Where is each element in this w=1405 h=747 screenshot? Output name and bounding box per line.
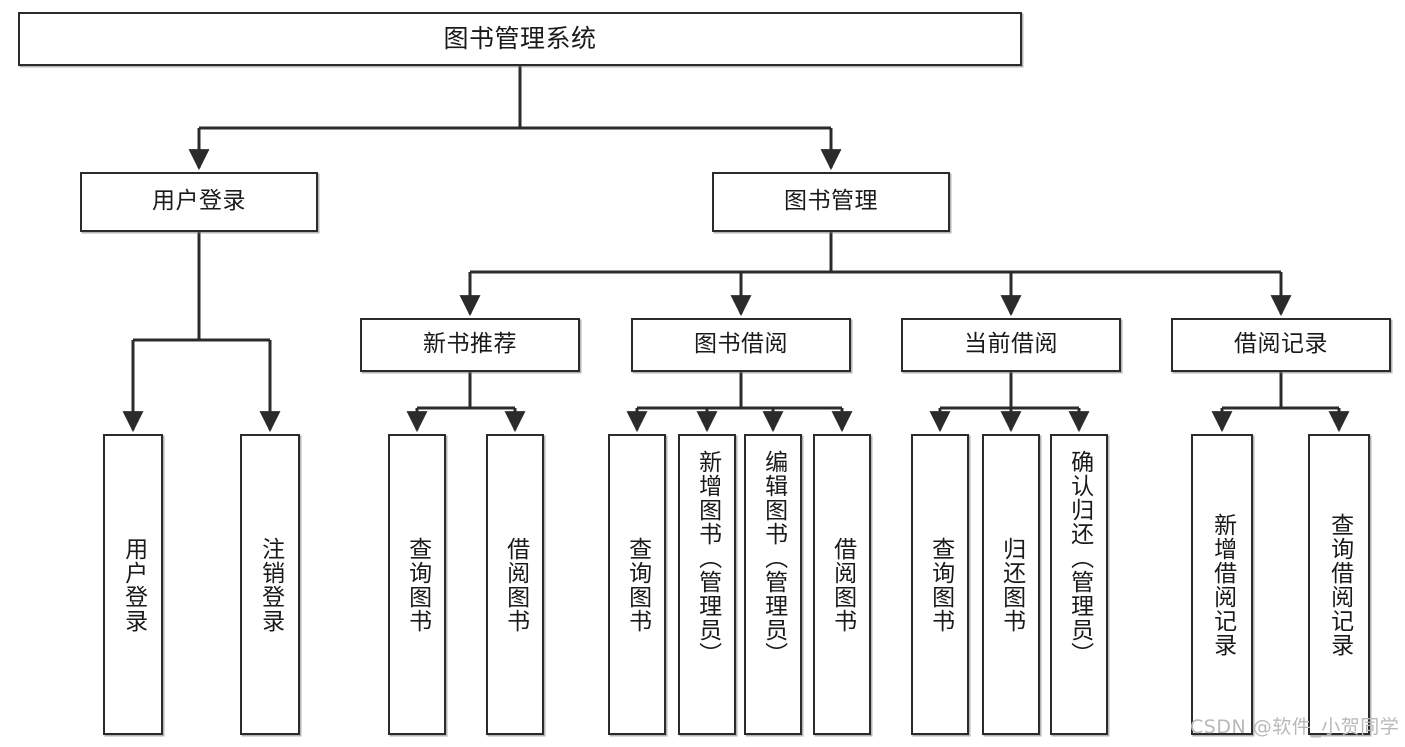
- node-root[interactable]: 图书管理系统: [18, 12, 1022, 66]
- node-user-login-label: 用户登录: [152, 188, 246, 215]
- leaf-borrow-book-2[interactable]: 借阅图书: [813, 434, 871, 735]
- leaf-user-login[interactable]: 用户登录: [103, 434, 163, 735]
- leaf-query-book-3-label: 查询图书: [927, 536, 954, 633]
- leaf-logout[interactable]: 注销登录: [240, 434, 300, 735]
- leaf-query-book-3[interactable]: 查询图书: [911, 434, 969, 735]
- leaf-return-book[interactable]: 归还图书: [982, 434, 1040, 735]
- leaf-query-book-1-label: 查询图书: [404, 536, 431, 633]
- leaf-query-record-label: 查询借阅记录: [1326, 512, 1353, 657]
- leaf-borrow-book-1-label: 借阅图书: [502, 536, 529, 633]
- leaf-query-book-1[interactable]: 查询图书: [388, 434, 446, 735]
- leaf-borrow-book-2-label: 借阅图书: [829, 536, 856, 633]
- leaf-confirm-return-label: 确认归还（管理员）: [1066, 450, 1093, 666]
- leaf-query-book-2-label: 查询图书: [624, 536, 651, 633]
- node-borrow-record[interactable]: 借阅记录: [1171, 318, 1391, 372]
- leaf-edit-book[interactable]: 编辑图书（管理员）: [744, 434, 802, 735]
- leaf-add-book-label: 新增图书（管理员）: [694, 450, 721, 666]
- leaf-add-record[interactable]: 新增借阅记录: [1191, 434, 1253, 735]
- node-book-borrow[interactable]: 图书借阅: [631, 318, 851, 372]
- node-new-book-recommend-label: 新书推荐: [423, 331, 517, 358]
- leaf-add-record-label: 新增借阅记录: [1209, 512, 1236, 657]
- node-current-borrow[interactable]: 当前借阅: [901, 318, 1121, 372]
- node-book-management-label: 图书管理: [784, 188, 878, 215]
- leaf-return-book-label: 归还图书: [998, 536, 1025, 633]
- node-borrow-record-label: 借阅记录: [1234, 331, 1328, 358]
- node-current-borrow-label: 当前借阅: [964, 331, 1058, 358]
- leaf-logout-label: 注销登录: [257, 536, 284, 633]
- node-root-label: 图书管理系统: [443, 24, 597, 53]
- watermark: CSDN @软件_小贺同学: [1190, 716, 1400, 738]
- leaf-add-book[interactable]: 新增图书（管理员）: [678, 434, 736, 735]
- leaf-user-login-label: 用户登录: [120, 536, 147, 633]
- leaf-edit-book-label: 编辑图书（管理员）: [760, 450, 787, 666]
- leaf-borrow-book-1[interactable]: 借阅图书: [486, 434, 544, 735]
- leaf-query-book-2[interactable]: 查询图书: [608, 434, 666, 735]
- node-book-management[interactable]: 图书管理: [712, 172, 950, 232]
- leaf-query-record[interactable]: 查询借阅记录: [1308, 434, 1370, 735]
- leaf-confirm-return[interactable]: 确认归还（管理员）: [1050, 434, 1108, 735]
- node-new-book-recommend[interactable]: 新书推荐: [360, 318, 580, 372]
- node-user-login[interactable]: 用户登录: [80, 172, 318, 232]
- node-book-borrow-label: 图书借阅: [694, 331, 788, 358]
